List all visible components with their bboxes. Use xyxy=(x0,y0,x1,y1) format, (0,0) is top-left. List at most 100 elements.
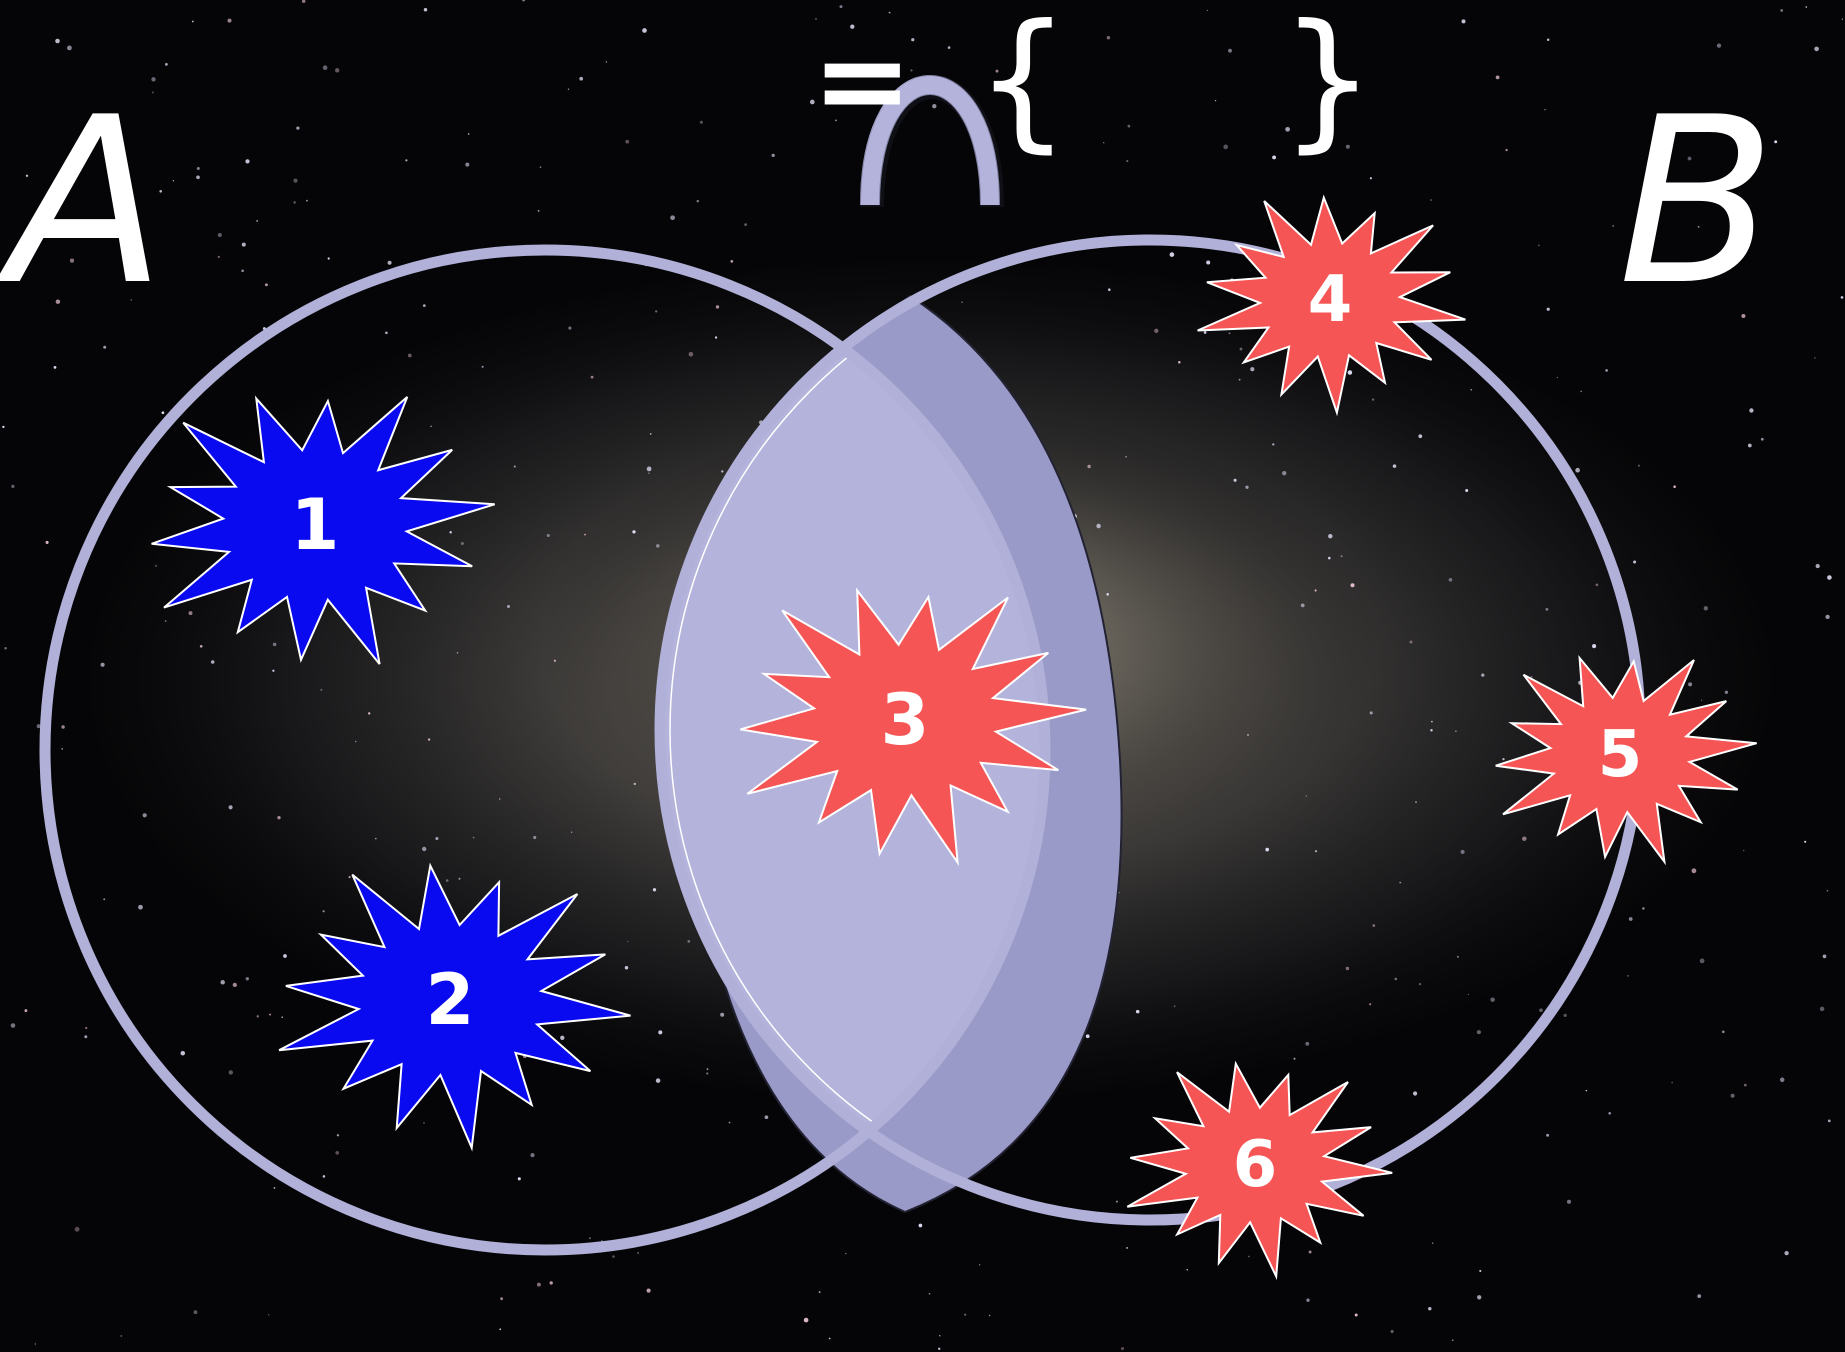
star xyxy=(1557,377,1558,378)
star xyxy=(1341,555,1343,557)
star xyxy=(200,645,203,648)
star xyxy=(1605,369,1608,372)
star xyxy=(1522,836,1527,841)
element-5-label: 5 xyxy=(1598,718,1643,792)
star xyxy=(1170,252,1175,257)
star xyxy=(408,354,412,358)
star xyxy=(1586,1090,1588,1092)
star xyxy=(1128,125,1131,128)
star xyxy=(1432,1242,1434,1244)
star xyxy=(2,426,4,428)
star xyxy=(246,977,249,980)
star xyxy=(335,68,339,72)
star xyxy=(194,1310,198,1314)
star xyxy=(1567,1200,1571,1204)
star xyxy=(55,39,60,44)
star xyxy=(1272,155,1276,159)
star xyxy=(919,1224,923,1228)
star xyxy=(1502,758,1504,760)
star xyxy=(829,1338,831,1340)
star xyxy=(173,180,174,181)
star xyxy=(1087,465,1090,468)
star xyxy=(765,1115,769,1119)
star xyxy=(554,660,556,662)
star xyxy=(655,310,657,312)
star xyxy=(1547,308,1550,311)
star xyxy=(85,1027,87,1029)
star xyxy=(1372,398,1374,400)
star xyxy=(1106,593,1109,596)
star xyxy=(499,1328,501,1330)
star xyxy=(1240,348,1243,351)
star xyxy=(1391,1330,1394,1333)
star xyxy=(720,1013,724,1017)
star xyxy=(1250,367,1254,371)
star xyxy=(589,1237,591,1239)
star xyxy=(1633,561,1636,564)
star xyxy=(547,534,550,537)
star xyxy=(1108,288,1111,291)
star xyxy=(1490,997,1495,1002)
star xyxy=(625,140,629,144)
star xyxy=(61,748,63,750)
star xyxy=(637,1252,638,1253)
star xyxy=(1457,956,1459,958)
star xyxy=(1539,1008,1543,1012)
star xyxy=(449,531,452,534)
star xyxy=(1348,370,1353,375)
star xyxy=(772,154,775,157)
star xyxy=(335,1151,339,1155)
star xyxy=(1301,603,1305,607)
star xyxy=(227,19,231,23)
star xyxy=(1315,589,1317,591)
star xyxy=(1248,1256,1250,1258)
star xyxy=(1086,1034,1090,1038)
star xyxy=(1409,640,1412,643)
star xyxy=(729,1122,731,1124)
star xyxy=(961,301,963,303)
element-1-label: 1 xyxy=(291,484,340,566)
star xyxy=(328,257,330,259)
star xyxy=(293,201,295,203)
star xyxy=(1743,850,1744,851)
star xyxy=(1399,882,1401,884)
star xyxy=(281,1016,283,1018)
star xyxy=(929,1293,931,1295)
star xyxy=(121,1335,122,1336)
star xyxy=(468,133,469,134)
star xyxy=(405,159,407,161)
star xyxy=(11,1023,16,1028)
star xyxy=(579,77,583,81)
star xyxy=(1722,1030,1725,1033)
star xyxy=(269,1014,271,1016)
star xyxy=(1531,676,1533,678)
star xyxy=(1596,584,1599,587)
star xyxy=(457,652,458,653)
star xyxy=(744,223,747,226)
star xyxy=(242,243,246,247)
star xyxy=(1272,443,1274,445)
star xyxy=(229,805,233,809)
star xyxy=(571,831,572,832)
star xyxy=(1393,464,1397,468)
star xyxy=(1265,848,1269,852)
star xyxy=(323,1175,326,1178)
star xyxy=(1223,145,1228,150)
star xyxy=(54,366,57,369)
star xyxy=(245,159,249,163)
star xyxy=(689,352,694,357)
star xyxy=(1544,109,1545,110)
star xyxy=(560,1036,564,1040)
star xyxy=(320,689,322,691)
star xyxy=(272,670,274,672)
star xyxy=(507,605,510,608)
star xyxy=(1470,389,1472,391)
star xyxy=(1816,564,1820,568)
star xyxy=(1806,6,1808,8)
star xyxy=(459,878,461,880)
star xyxy=(627,941,628,942)
star xyxy=(1477,1030,1481,1034)
star xyxy=(218,233,222,237)
star xyxy=(84,1035,87,1038)
